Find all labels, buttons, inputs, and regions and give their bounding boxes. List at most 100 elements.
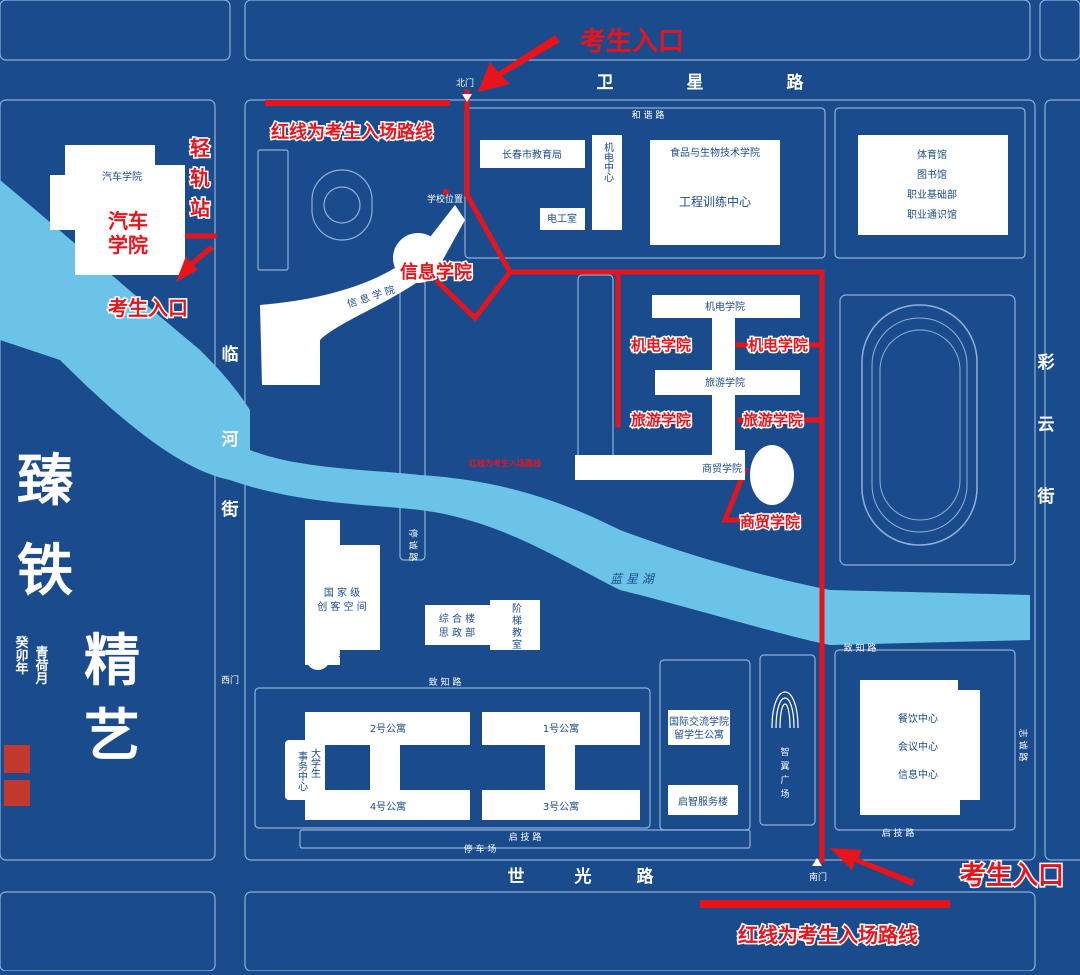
zhiyi-4: 场 [780,789,789,800]
tiered-classroom-4: 室 [512,638,522,651]
red-annotations: 考生入口 红线为考生入场路线 轻 轨 站 汽车 学院 考生入口 信息学院 机电学… [107,27,1066,949]
tourism-college-label: 旅游学院 [705,376,745,389]
route-label-bar-bottom [700,900,950,908]
arrow-south-icon [830,848,915,886]
stadium [861,304,978,546]
meeting-label: 会议中心 [898,740,938,753]
info-center-label: 信息中心 [898,768,938,781]
qiji-service-building [668,785,738,815]
south-gate-icon [812,858,822,866]
zhizhi-road-east: 致 知 路 [844,642,877,654]
auto-college-red-1: 汽车 [108,209,148,233]
zhizhi-road-west: 致 知 路 [429,676,462,688]
callig-char-1: 臻 [17,448,74,514]
school-position-label: 学校位置 [427,193,463,205]
auto-college-label: 汽车学院 [102,170,142,183]
signature-2: 青荷月 [33,645,50,686]
west-gate-label: 西门 [221,674,239,686]
stadium-label-2: 育 [915,414,925,427]
intl-college-building [668,710,730,745]
student-affairs-4: 事 [298,750,308,763]
dorm-1-3-building [482,712,640,820]
north-gate-label: 北门 [456,77,474,89]
electromech-center-building [592,135,622,230]
vocational-base-label: 职业基础部 [907,188,957,201]
electromech-college-label: 机电学院 [705,300,745,313]
dorm-2-label: 2号公寓 [370,722,406,735]
river [0,180,1030,645]
intl-dorm-label: 留学生公寓 [674,728,724,741]
small-road-labels: 和 谐 路 致 知 路 致 知 路 启 技 路 停 车 场 启 技 路 停 诚 … [221,77,1029,883]
signature-1: 癸卯年 [13,635,30,676]
calligraphy: 臻 铁 精 艺 癸卯年 青荷月 [4,448,140,806]
light-rail-1: 轻 [190,136,210,160]
light-rail-3: 站 [190,196,210,220]
education-bureau-building [480,140,585,168]
zhiyi-3: 广 [780,774,789,786]
zhicheng-road: 志 诚 路 [1017,729,1029,762]
callig-char-2: 铁 [17,538,73,604]
commerce-red: 商贸学院 [740,513,800,531]
intl-college-label: 国际交流学院 [669,715,729,728]
entrance-left-label: 考生入口 [108,296,188,320]
engineering-center-label: 工程训练中心 [679,194,751,209]
hegui-road: 和 谐 路 [632,109,665,121]
dining-label: 餐饮中心 [898,712,938,725]
callig-char-4: 艺 [84,703,140,769]
complex-building-label-2: 思 政 部 [439,626,475,639]
gym-library-building [858,135,1008,235]
south-road-3: 路 [637,866,655,887]
college-complex-building [575,295,800,480]
entrance-bottom-label: 考生入口 [960,861,1064,891]
dorm-2-4-building [305,712,470,820]
north-gate-icon [462,94,472,102]
vocational-general-label: 职业通识馆 [907,208,957,221]
electrician-room-building [540,208,585,230]
route-label-small: 红线为考生入场路线 [469,458,541,468]
library-label: 图书馆 [917,168,947,181]
tiered-classroom-3: 教 [512,626,522,639]
maker-space-building [305,520,380,665]
north-road-3: 路 [787,72,805,93]
commerce-college-label: 商贸学院 [702,462,742,475]
parking: 停 车 场 [464,843,497,855]
buildings [50,135,1008,820]
arrow-north-icon [478,35,560,92]
dorm-3-label: 3号公寓 [543,800,579,813]
info-college-building [260,205,465,385]
light-rail-2: 轨 [190,166,210,190]
tourism-left-red: 旅游学院 [631,411,691,429]
route-label-top: 红线为考生入场路线 [271,121,433,143]
dorm-4-label: 4号公寓 [370,800,406,813]
red-route [147,89,825,863]
tourism-right-red: 旅游学院 [743,411,803,429]
stadium-label-3: 场 [915,432,925,445]
west-road-2: 河 [222,430,239,450]
north-road-2: 星 [687,73,704,93]
road-labels: 卫 星 路 世 光 路 临 河 街 彩 云 街 [221,72,1055,887]
building-labels: 汽车学院 长春市教育局 电工室 食品与生物技术学院 工程训练中心 体育馆 图书馆… [102,146,957,813]
lake-label: 蓝 星 湖 [610,572,656,586]
maker-space-label-2: 创 客 空 间 [317,600,367,613]
west-road-1: 临 [222,344,239,365]
food-bio-label: 食品与生物技术学院 [670,146,760,159]
qiji-road: 启 技 路 [509,831,542,843]
east-road-1: 彩 [1037,353,1055,373]
east-road-2: 云 [1038,415,1055,435]
electromech-right-red: 机电学院 [748,336,808,354]
dining-center-building [860,680,980,815]
student-affairs-2: 学 [311,757,321,770]
student-affairs-7: 心 [298,781,308,793]
seal-stamp-2 [4,780,30,806]
dorm-1-label: 1号公寓 [543,722,579,735]
student-affairs-6: 中 [298,770,308,783]
west-road-3: 街 [221,499,239,520]
callig-char-3: 精 [84,628,140,694]
complex-building [425,605,490,645]
south-road-1: 世 [508,867,525,887]
arrow-west-icon [176,245,214,282]
commerce-rotunda [750,445,794,505]
student-affairs-building [285,740,325,800]
